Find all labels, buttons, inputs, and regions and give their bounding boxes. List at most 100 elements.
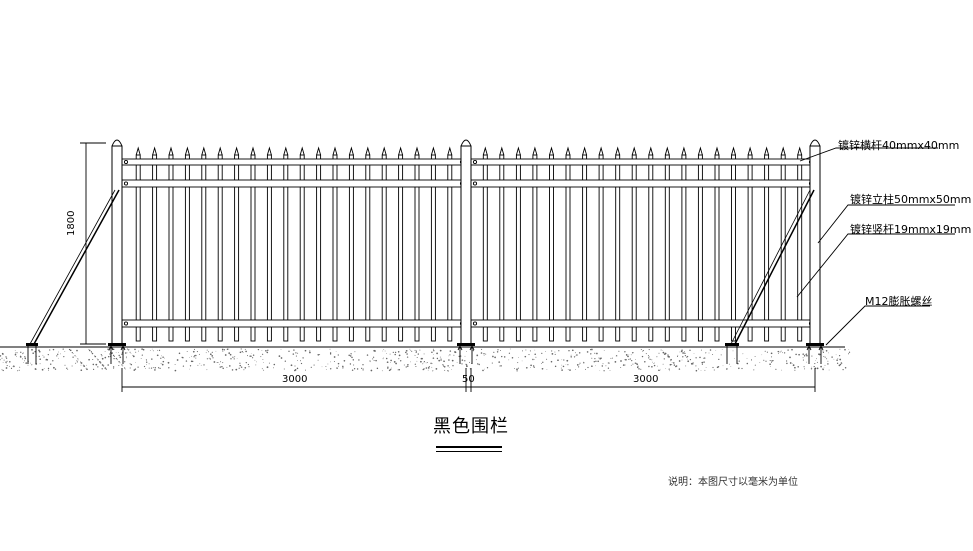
ground-speck: [594, 358, 596, 360]
ground-speck: [151, 358, 153, 360]
ground-speck: [24, 356, 26, 358]
picket-tip: [348, 146, 354, 156]
ground-speck: [121, 353, 123, 355]
anchor-bolt-head: [120, 344, 126, 351]
ground-speck: [95, 363, 98, 366]
ground-speck: [129, 367, 131, 369]
ground-speck: [436, 352, 438, 355]
ground-speck: [704, 357, 706, 359]
ground-speck: [92, 368, 95, 371]
ground-speck: [185, 360, 188, 362]
ground-speck: [243, 369, 245, 371]
ground-speck: [530, 367, 532, 368]
ground-speck: [190, 360, 193, 363]
ground-speck: [704, 369, 706, 371]
ground-speck: [383, 348, 385, 350]
ground-speck: [43, 368, 45, 369]
ground-speck: [92, 363, 95, 366]
ground-speck: [576, 354, 578, 356]
ground-speck: [822, 368, 824, 370]
ground-speck: [53, 366, 55, 369]
ground-speck: [718, 358, 720, 361]
ground-speck: [329, 368, 332, 370]
ground-speck: [598, 357, 600, 359]
ground-speck: [777, 350, 780, 353]
ground-speck: [96, 358, 98, 360]
ground-speck: [134, 348, 136, 351]
ground-speck: [393, 361, 396, 363]
ground-speck: [451, 359, 454, 362]
ground-speck: [405, 351, 407, 354]
anchor-bolt-head: [457, 344, 463, 351]
ground-speck: [100, 354, 102, 356]
ground-speck: [38, 350, 41, 353]
ground-speck: [88, 348, 90, 350]
ground-speck: [427, 367, 430, 369]
ground-speck: [524, 355, 527, 358]
ground-speck: [649, 358, 651, 361]
ground-speck: [80, 361, 81, 363]
ground-speck: [93, 355, 95, 356]
ground-speck: [261, 353, 264, 355]
ground-speck: [496, 351, 499, 353]
ground-speck: [658, 352, 660, 354]
ground-speck: [716, 366, 719, 369]
ground-speck: [609, 370, 611, 371]
picket-tip: [764, 146, 770, 156]
picket-tip: [234, 146, 240, 156]
ground-speck: [300, 362, 303, 365]
ground-speck: [528, 354, 530, 356]
ground-speck: [19, 366, 21, 368]
ground-speck: [702, 357, 704, 359]
ground-speck: [574, 352, 576, 354]
ground-speck: [780, 350, 782, 352]
ground-speck: [390, 359, 392, 362]
ground-speck: [113, 357, 115, 360]
ground-speck: [94, 355, 96, 358]
ground-speck: [448, 359, 450, 361]
ground-speck: [211, 351, 213, 353]
ground-speck: [766, 351, 768, 353]
ground-speck: [783, 352, 786, 354]
ground-speck: [705, 367, 707, 368]
ground-speck: [353, 364, 355, 366]
ground-speck: [189, 357, 191, 358]
ground-speck: [478, 363, 480, 366]
ground-speck: [454, 351, 457, 354]
ground-speck: [228, 352, 231, 354]
ground-speck: [534, 353, 536, 355]
ground-speck: [534, 349, 536, 351]
ground-speck: [189, 365, 192, 367]
rail: [470, 319, 816, 328]
ground-speck: [594, 352, 596, 354]
ground-speck: [376, 367, 379, 370]
ground-speck: [593, 361, 595, 363]
ground-speck: [444, 361, 445, 363]
brace-base-plate: [725, 343, 739, 346]
ground-speck: [645, 353, 647, 355]
ground-speck: [584, 368, 587, 370]
ground-speck: [823, 367, 825, 369]
ground-speck: [5, 356, 7, 358]
ground-speck: [88, 358, 90, 361]
ground-speck: [442, 364, 444, 366]
ground-speck: [342, 365, 344, 368]
ground-speck: [632, 352, 634, 353]
ground-speck: [431, 366, 433, 368]
picket: [697, 154, 703, 342]
ground-speck: [662, 350, 664, 351]
ground-speck: [107, 348, 109, 350]
ground-speck: [72, 356, 74, 358]
ground-speck: [648, 365, 650, 368]
ground-speck: [663, 353, 666, 355]
ground-speck: [133, 369, 136, 371]
ground-speck: [386, 353, 387, 354]
ground-speck: [209, 358, 212, 360]
dim-post-gap: 50: [462, 374, 475, 385]
ground-speck: [387, 366, 389, 368]
ground-speck: [415, 355, 416, 356]
ground-speck: [384, 350, 386, 352]
picket-tip: [316, 146, 322, 156]
ground-speck: [629, 358, 631, 360]
picket-tip: [714, 146, 720, 156]
